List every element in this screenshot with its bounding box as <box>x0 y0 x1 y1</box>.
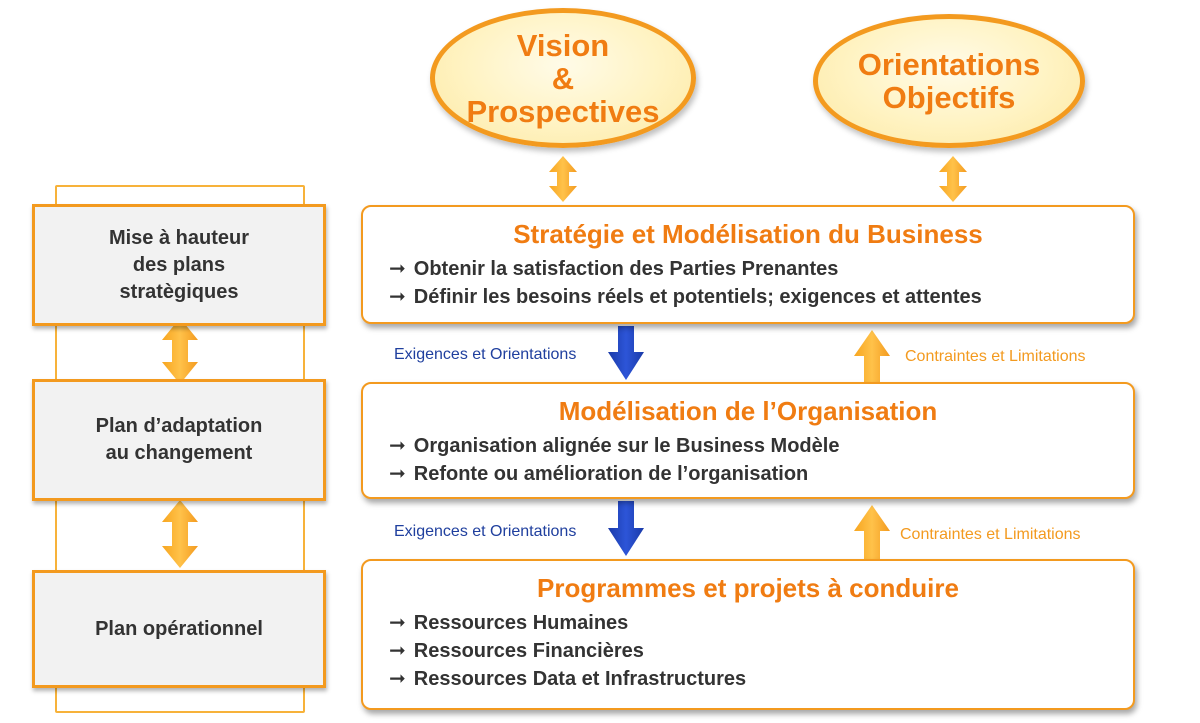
left-box-strategic-plans: Mise à hauteur des plans stratègiques <box>32 204 326 326</box>
up-arrow-1 <box>854 330 890 382</box>
left-box-2-line-2: au changement <box>105 442 253 464</box>
bullet-item: ➞ Définir les besoins réels et potentiels… <box>389 283 1133 311</box>
left-box-operational-plan: Plan opérationnel <box>32 570 326 688</box>
arrow-bullet-icon: ➞ <box>389 463 406 485</box>
arrow-bullet-icon: ➞ <box>389 286 406 308</box>
right-box-3-bullets: ➞ Ressources Humaines ➞ Ressources Financi… <box>389 609 1133 693</box>
bullet-text: Organisation alignée sur le Business Mod… <box>413 435 840 457</box>
down-arrow-2 <box>608 501 644 556</box>
orientations-line-1: Orientations <box>857 47 1041 82</box>
bullet-text: Ressources Data et Infrastructures <box>413 668 747 690</box>
bullet-text: Définir les besoins réels et potentiels;… <box>413 286 982 308</box>
double-arrow-left-1 <box>162 318 198 384</box>
right-box-2-bullets: ➞ Organisation alignée sur le Business Mo… <box>389 432 1133 488</box>
vision-line-3: Prospectives <box>466 93 660 129</box>
right-box-1-bullets: ➞ Obtenir la satisfaction des Parties Pre… <box>389 255 1133 311</box>
right-box-business-strategy: Stratégie et Modélisation du Business ➞ O… <box>361 205 1135 324</box>
vision-line-2: & <box>551 60 575 96</box>
connector-label-up-1: Contraintes et Limitations <box>905 348 1086 365</box>
connector-label-up-2: Contraintes et Limitations <box>900 526 1081 543</box>
right-box-1-title: Stratégie et Modélisation du Business <box>513 219 983 249</box>
left-box-1-line-2: des plans <box>132 253 226 276</box>
left-box-2-line-1: Plan d’adaptation <box>95 415 263 437</box>
left-box-adaptation-plan: Plan d’adaptation au changement <box>32 379 326 501</box>
orientations-line-2: Objectifs <box>882 80 1016 115</box>
arrow-bullet-icon: ➞ <box>389 640 406 662</box>
down-arrow-1 <box>608 326 644 380</box>
vision-line-1: Vision <box>516 27 610 63</box>
bullet-text: Ressources Financières <box>413 640 644 662</box>
connector-label-down-2: Exigences et Orientations <box>394 523 577 540</box>
arrow-bullet-icon: ➞ <box>389 612 406 634</box>
bullet-item: ➞ Ressources Data et Infrastructures <box>389 665 1133 693</box>
right-box-3-title: Programmes et projets à conduire <box>537 573 959 603</box>
right-box-organization-model: Modélisation de l’Organisation ➞ Organisa… <box>361 382 1135 499</box>
bullet-text: Obtenir la satisfaction des Parties Pren… <box>413 258 839 280</box>
bullet-item: ➞ Obtenir la satisfaction des Parties Pre… <box>389 255 1133 283</box>
right-box-programs-projects: Programmes et projets à conduire ➞ Ressou… <box>361 559 1135 710</box>
bullet-text: Ressources Humaines <box>413 612 629 634</box>
bullet-item: ➞ Refonte ou amélioration de l’organisati… <box>389 460 1133 488</box>
bullet-item: ➞ Organisation alignée sur le Business Mo… <box>389 432 1133 460</box>
left-box-1-line-3: stratègiques <box>119 280 239 303</box>
left-box-1-line-1: Mise à hauteur <box>108 226 250 249</box>
orientations-ellipse: Orientations Objectifs <box>813 14 1085 148</box>
bullet-item: ➞ Ressources Humaines <box>389 609 1133 637</box>
connector-label-down-1: Exigences et Orientations <box>394 346 577 363</box>
vision-ellipse: Vision & Prospectives <box>430 8 696 148</box>
double-arrow-vision <box>549 156 577 202</box>
double-arrow-left-2 <box>162 500 198 568</box>
up-arrow-2 <box>854 505 890 559</box>
left-box-3-line-1: Plan opérationnel <box>95 617 263 640</box>
double-arrow-orientations <box>939 156 967 202</box>
bullet-item: ➞ Ressources Financières <box>389 637 1133 665</box>
arrow-bullet-icon: ➞ <box>389 668 406 690</box>
arrow-bullet-icon: ➞ <box>389 258 406 280</box>
bullet-text: Refonte ou amélioration de l’organisatio… <box>413 463 809 485</box>
right-box-2-title: Modélisation de l’Organisation <box>558 396 938 426</box>
arrow-bullet-icon: ➞ <box>389 435 406 457</box>
